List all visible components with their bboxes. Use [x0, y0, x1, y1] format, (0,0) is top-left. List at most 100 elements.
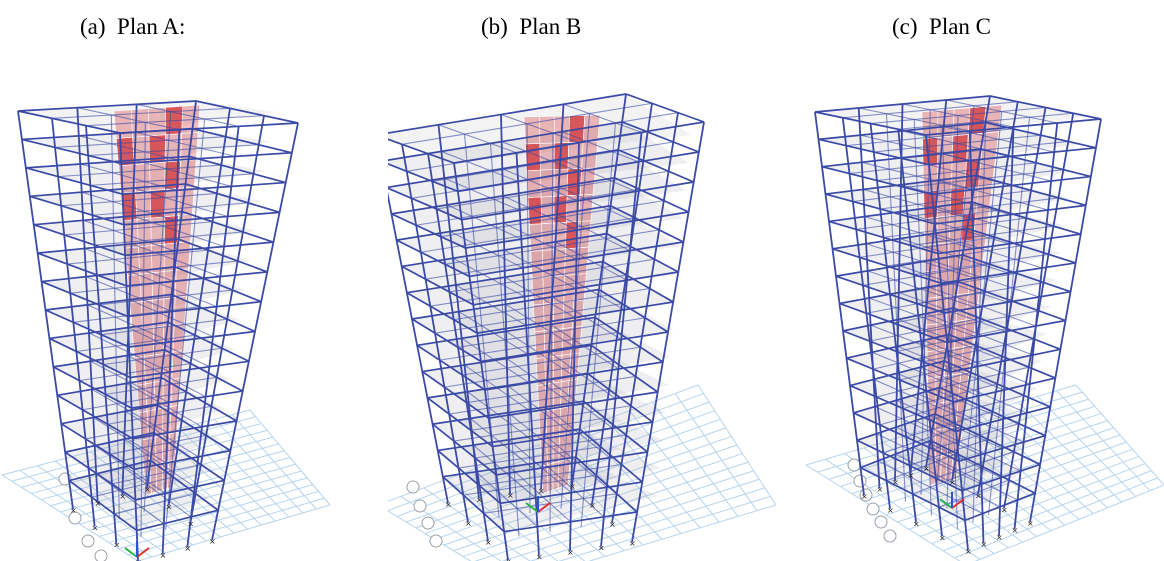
shear-wall-panel [523, 116, 541, 145]
grid-bubble-icon [853, 474, 867, 488]
support-node-icon: × [598, 544, 605, 553]
beam [153, 432, 225, 482]
beam [123, 211, 280, 226]
beam [134, 159, 232, 187]
beam [55, 136, 226, 149]
beam [461, 181, 694, 221]
beam [416, 344, 486, 391]
axis-y [124, 547, 138, 558]
beam [45, 309, 130, 348]
support-node-icon: × [996, 533, 1003, 542]
beam [25, 155, 190, 169]
beam [503, 249, 577, 289]
caption-c: (c) Plan C [892, 14, 992, 39]
beam [94, 231, 244, 246]
beam [446, 204, 522, 240]
beam [452, 257, 525, 298]
beam [933, 233, 1043, 269]
beam [966, 227, 1076, 264]
beam [505, 330, 575, 377]
support-node-icon: × [1001, 505, 1008, 514]
beam [876, 433, 982, 485]
beam [396, 239, 470, 278]
beam [625, 93, 705, 123]
beam [853, 412, 960, 462]
grid-line [908, 448, 1133, 530]
support-node-icon: × [166, 502, 173, 511]
beam [131, 390, 243, 409]
beam [458, 311, 529, 355]
support-node-icon: × [184, 544, 191, 553]
beam [68, 459, 151, 482]
beam [406, 291, 478, 334]
beam [95, 473, 165, 525]
beam [461, 337, 530, 384]
beam [971, 201, 1081, 235]
support-node-icon: × [95, 499, 102, 508]
beam [594, 316, 664, 363]
beam [174, 266, 262, 303]
beam [925, 313, 1034, 356]
beam [388, 149, 619, 189]
support-node-icon: × [536, 553, 543, 561]
grid-bubble-icon [94, 549, 108, 561]
beam [126, 382, 203, 428]
beam [85, 276, 173, 313]
beam [870, 324, 978, 367]
beam [949, 348, 1061, 373]
beam [835, 275, 945, 314]
beam [132, 215, 225, 248]
beam [871, 351, 979, 397]
beam [901, 130, 1013, 157]
coordinate-axes-icon [939, 492, 965, 509]
support-node-icon: × [569, 482, 576, 491]
beam [57, 376, 162, 397]
support-node-icon: × [923, 464, 930, 473]
beam [860, 466, 966, 522]
beam [94, 445, 166, 494]
grid-line [588, 504, 776, 561]
beam [496, 451, 648, 476]
beam [864, 216, 974, 250]
beam [88, 144, 259, 157]
beam [455, 284, 527, 326]
axis-y [525, 502, 539, 513]
beam [912, 446, 1018, 501]
beam [17, 110, 121, 134]
beam [551, 296, 622, 340]
beam [130, 360, 249, 379]
axis-x [951, 498, 965, 509]
beam [943, 360, 1051, 408]
beam [53, 348, 165, 368]
beam [426, 397, 494, 448]
beam [49, 337, 131, 379]
beam [555, 241, 628, 281]
grid-line [529, 487, 766, 561]
beam [488, 391, 658, 420]
beam [101, 318, 228, 336]
beam [560, 158, 636, 192]
beam [923, 339, 1030, 385]
support-node-icon: × [476, 496, 483, 505]
support-node-icon: × [981, 540, 988, 549]
beam [935, 206, 1046, 240]
grid-line [954, 477, 1158, 559]
beam [828, 220, 939, 255]
beam [60, 422, 135, 471]
beam [444, 177, 520, 211]
beam [79, 363, 191, 382]
beam [860, 439, 931, 469]
grid-line [674, 393, 758, 512]
beam [856, 413, 936, 442]
grid-bubble-icon [874, 515, 888, 529]
beam [614, 177, 689, 213]
beam [388, 138, 455, 164]
support-node-icon: × [135, 558, 142, 561]
beam [958, 434, 1046, 462]
beam [846, 357, 954, 403]
grid-line [89, 470, 302, 531]
grid-line [178, 428, 276, 522]
beam [52, 366, 132, 409]
beam [84, 247, 174, 282]
beam [124, 438, 195, 488]
